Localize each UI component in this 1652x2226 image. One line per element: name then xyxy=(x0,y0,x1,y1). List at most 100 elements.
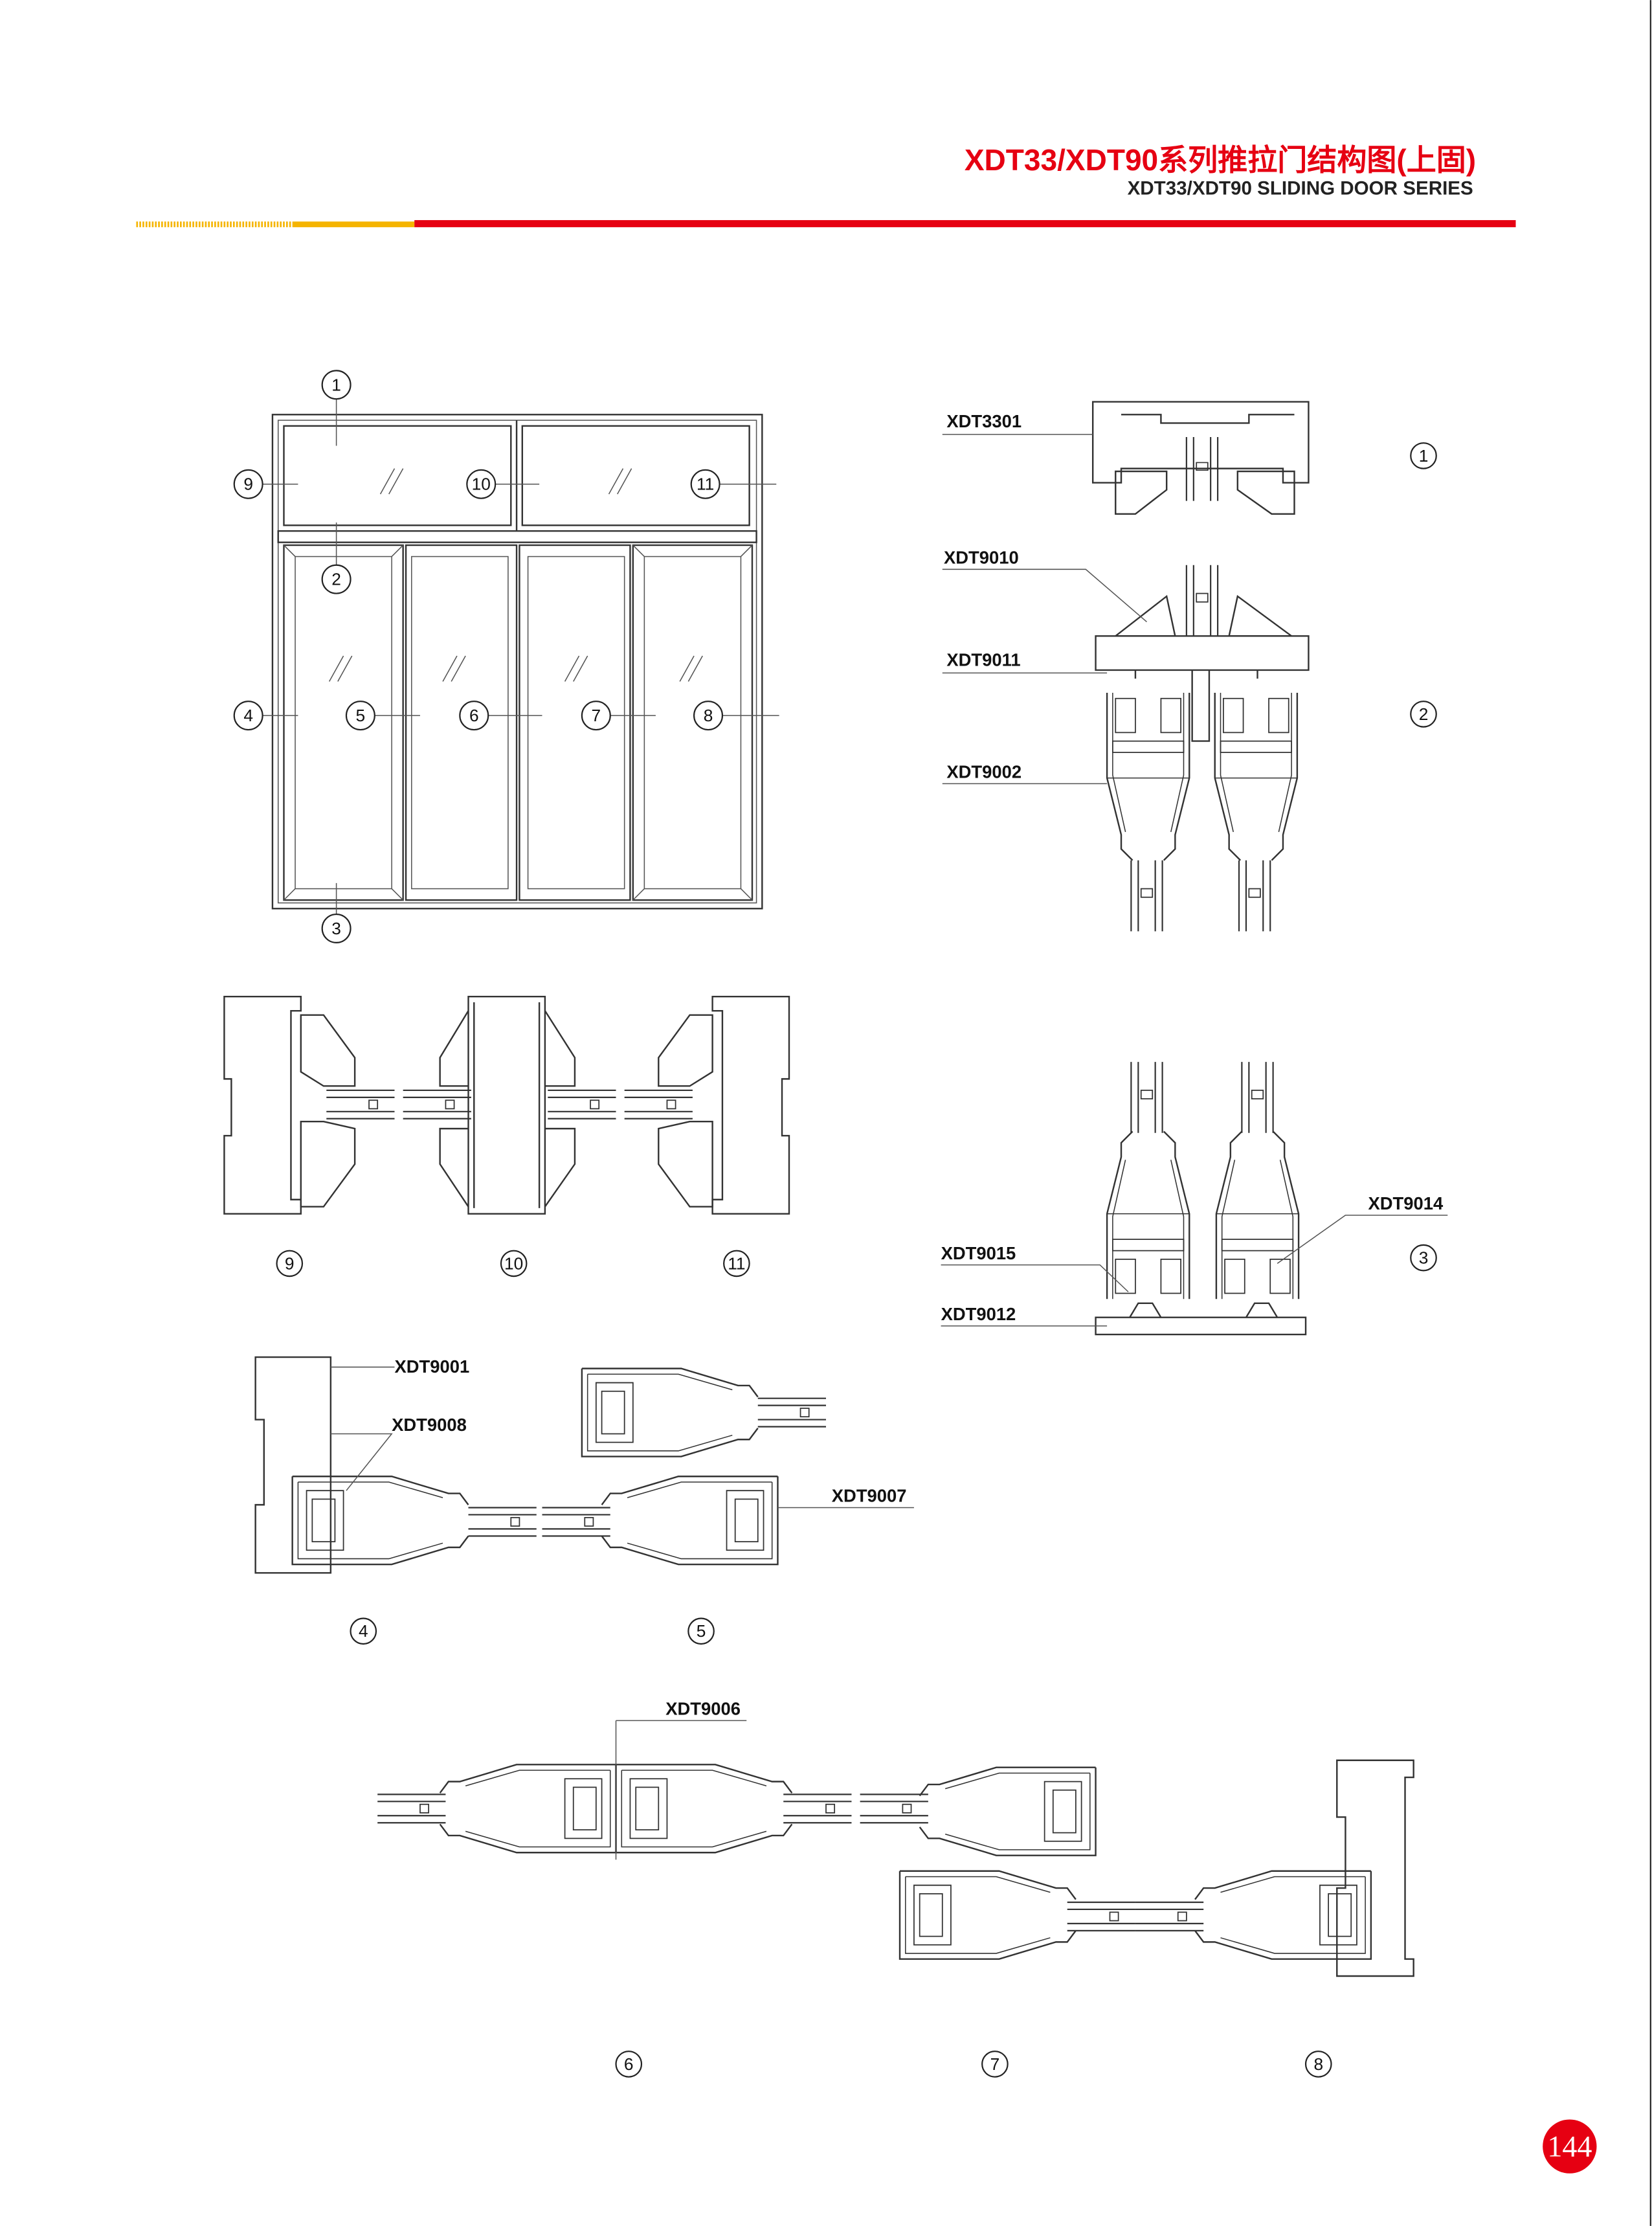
section-number-10-part: 10 xyxy=(504,1254,523,1273)
section-number-11: 11 xyxy=(723,1250,750,1277)
callout-7-part: 7 xyxy=(592,706,601,725)
header-rule-yellow xyxy=(292,221,415,227)
section-number-4-part: 4 xyxy=(359,1621,368,1641)
callout-10: 10 xyxy=(466,469,497,499)
section-number-3: 3 xyxy=(1410,1244,1437,1272)
label-xdt9007: XDT9007 xyxy=(832,1486,907,1506)
page-header: XDT33/XDT90系列推拉门结构图(上固) XDT33/XDT90 SLID… xyxy=(136,143,1516,227)
callout-9-part: 9 xyxy=(243,475,253,494)
glass-hatch-marks xyxy=(328,468,703,682)
sash-section-6-right xyxy=(615,1764,793,1854)
section-number-6-part xyxy=(615,2051,643,2078)
vertical-section-bottom: XDT9014 XDT9015 XDT9012 3 xyxy=(941,1061,1448,1336)
vertical-section-top: XDT3301 XDT9010 XDT9011 XDT9002 1 2 xyxy=(942,401,1437,932)
frame-section-8 xyxy=(1336,1759,1414,1977)
frame-section-9 xyxy=(223,996,302,1215)
door-panel-1-glass xyxy=(295,556,392,890)
elevation-leaders xyxy=(261,399,779,915)
glass-section-8 xyxy=(1134,1901,1205,1931)
label-xdt9014: XDT9014 xyxy=(1368,1193,1444,1213)
door-panel-1 xyxy=(283,544,404,901)
glass-section-10-right xyxy=(547,1089,617,1119)
mullion-section-10 xyxy=(467,996,546,1215)
glass-unit-bottom-right xyxy=(1241,1061,1274,1134)
callout-2: 2 xyxy=(321,564,352,594)
section-number-9: 9 xyxy=(276,1250,304,1277)
section-number-1-part xyxy=(1410,442,1437,469)
callout-6: 6 xyxy=(459,701,489,731)
callout-8-part xyxy=(693,701,724,731)
transom-panel-left xyxy=(283,425,512,526)
glass-section-10-left xyxy=(402,1089,472,1119)
section-number-5-part xyxy=(687,1617,715,1645)
section-number-8: 8 xyxy=(1304,2051,1332,2078)
glass-section-5 xyxy=(541,1507,611,1537)
section-number-8-part: 8 xyxy=(1313,2054,1323,2074)
label-xdt9011: XDT9011 xyxy=(946,649,1020,669)
glass-section-6-right xyxy=(783,1793,853,1824)
section-number-5: 5 xyxy=(687,1617,715,1645)
frame-section-11 xyxy=(711,996,790,1215)
section-number-7: 7 xyxy=(981,2051,1009,2078)
section-number-9-part xyxy=(276,1250,304,1277)
transom-bar xyxy=(277,530,757,543)
glass-unit-lower-right xyxy=(1238,859,1271,932)
callout-11-part xyxy=(690,469,720,499)
door-panel-3-glass xyxy=(527,556,625,890)
sash-section-5-lower xyxy=(601,1476,779,1566)
section-number-7-part xyxy=(981,2051,1009,2078)
callout-11-part: 11 xyxy=(697,475,714,494)
callout-8-part: 8 xyxy=(704,706,713,725)
callout-10-part: 10 xyxy=(472,475,491,494)
section-number-2: 2 xyxy=(1410,701,1437,728)
callout-2-part: 2 xyxy=(331,570,341,589)
callout-9-part xyxy=(233,469,263,499)
section-number-9-part: 9 xyxy=(285,1254,295,1273)
callout-4-part xyxy=(233,701,263,731)
sash-section-8 xyxy=(1194,1870,1372,1960)
sash-section-4 xyxy=(291,1476,469,1566)
callout-5-part: 5 xyxy=(356,706,366,725)
title-chinese: XDT33/XDT90系列推拉门结构图(上固) xyxy=(965,143,1476,177)
bead-section-10 xyxy=(439,1010,576,1208)
callout-5: 5 xyxy=(345,701,375,731)
callout-11: 11 xyxy=(690,469,720,499)
door-elevation: 1 2 3 4 5 6 7 8 9 10 11 xyxy=(233,370,779,944)
door-panels xyxy=(283,544,753,901)
glass-section-7-upper xyxy=(859,1793,929,1824)
label-xdt9012: XDT9012 xyxy=(941,1304,1016,1324)
horizontal-sections-transom: 9 10 11 xyxy=(223,996,790,1277)
profile-xdt9001 xyxy=(254,1356,332,1574)
door-panel-3 xyxy=(519,544,631,901)
bead-section-11 xyxy=(658,1014,713,1208)
callout-2-part xyxy=(321,564,352,594)
glass-section-4 xyxy=(467,1507,537,1537)
callout-7: 7 xyxy=(581,701,611,731)
label-xdt9010: XDT9010 xyxy=(944,548,1019,568)
callout-4-part: 4 xyxy=(243,706,253,725)
page-number-circle xyxy=(1543,2119,1597,2174)
profile-xdt3301 xyxy=(1091,401,1310,484)
section-number-10: 10 xyxy=(500,1250,528,1277)
profile-xdt9011 xyxy=(1095,635,1310,742)
callout-1-part: 1 xyxy=(331,375,341,394)
glass-section-5-upper xyxy=(757,1397,827,1428)
section-number-8-part xyxy=(1304,2051,1332,2078)
sash-right-top xyxy=(1214,691,1299,861)
elevation-leaders-part xyxy=(261,399,779,915)
section-number-1: 1 xyxy=(1410,442,1437,469)
label-xdt9015: XDT9015 xyxy=(941,1243,1016,1263)
section-number-6-part: 6 xyxy=(624,2054,634,2074)
callout-9: 9 xyxy=(233,469,263,499)
door-panel-2 xyxy=(405,544,518,901)
door-panel-4-glass xyxy=(643,556,742,890)
sash-left-top xyxy=(1106,691,1190,861)
horizontal-sections-interlock: XDT9006 6 7 8 xyxy=(377,1699,1414,2078)
section-number-2-part: 2 xyxy=(1419,704,1429,724)
door-panel-4 xyxy=(632,544,753,901)
label-leaders-row4 xyxy=(330,1366,914,1509)
callout-1: 1 xyxy=(321,370,352,400)
callout-4: 4 xyxy=(233,701,263,731)
callout-3-part: 3 xyxy=(331,919,341,938)
